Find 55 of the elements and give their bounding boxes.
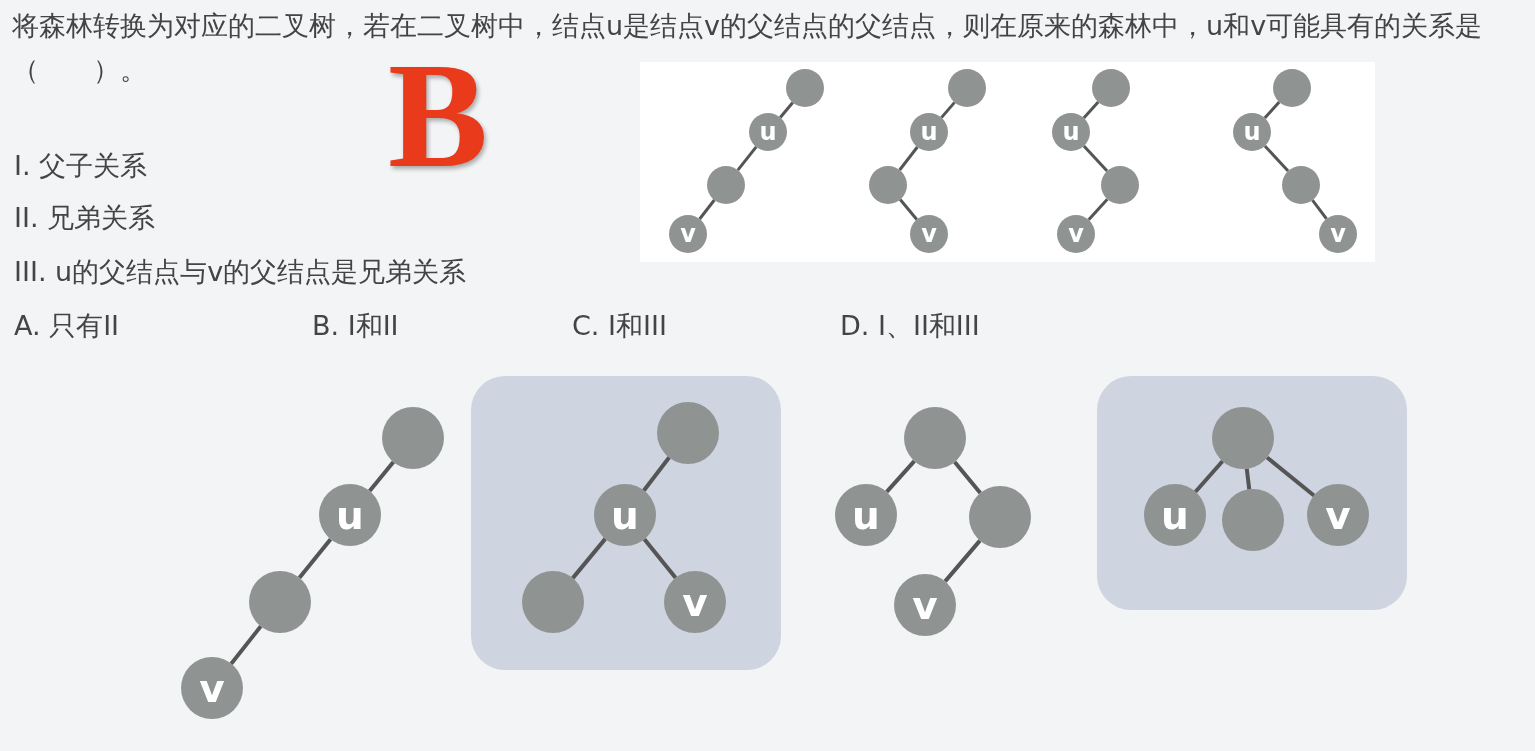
- node-label: u: [336, 495, 364, 535]
- node-label: u: [920, 120, 938, 144]
- tree-edge: [642, 456, 671, 492]
- node-label: v: [199, 668, 225, 708]
- group-panel: [1097, 376, 1407, 610]
- tree-edge: [1265, 455, 1316, 498]
- node-label: v: [1325, 495, 1351, 535]
- tree-node: [1212, 407, 1274, 469]
- node-label: v: [1330, 222, 1346, 246]
- tree-node: [904, 407, 966, 469]
- tree-edge: [940, 101, 956, 119]
- tree-edge: [1082, 101, 1100, 119]
- tree-edge: [642, 537, 678, 580]
- group-panel: [471, 376, 781, 670]
- node-label: u: [852, 495, 880, 535]
- tree-edge: [1194, 459, 1224, 494]
- tree-edge: [899, 198, 918, 221]
- node-label: u: [1062, 120, 1080, 144]
- option-text: A. 只有II: [14, 309, 120, 343]
- tree-node: [249, 571, 311, 633]
- tree-edge: [898, 146, 919, 171]
- tree-edge: [368, 460, 395, 493]
- option-text: D. I、II和III: [840, 309, 980, 343]
- node-label: v: [682, 582, 708, 622]
- tree-edge: [1087, 198, 1109, 221]
- tree-edge: [1263, 101, 1281, 119]
- node-label: u: [1243, 120, 1261, 144]
- node-label: u: [759, 120, 777, 144]
- tree-node: [319, 484, 381, 546]
- node-label: v: [912, 585, 938, 625]
- tree-edge: [1263, 144, 1290, 173]
- tree-edge: [1311, 199, 1328, 220]
- tree-edge: [736, 145, 758, 172]
- tree-edge: [885, 459, 916, 494]
- node-label: u: [1161, 495, 1189, 535]
- node-label: v: [1068, 222, 1084, 246]
- tree-edge: [1082, 144, 1109, 173]
- tree-edge: [698, 199, 716, 220]
- option-text: B. I和II: [312, 309, 399, 343]
- tree-edge: [571, 537, 607, 580]
- tree-edge: [953, 460, 982, 495]
- statement-text: I. 父子关系: [14, 149, 148, 183]
- node-label: v: [680, 222, 696, 246]
- tree-node: [969, 486, 1031, 548]
- statement-text: II. 兄弟关系: [14, 201, 156, 235]
- tree-edge: [1244, 468, 1252, 490]
- tree-edge: [779, 101, 794, 119]
- tree-node: [594, 484, 656, 546]
- node-label: u: [611, 495, 639, 535]
- node-label: v: [921, 222, 937, 246]
- tree-edge: [229, 625, 263, 665]
- tree-edge: [943, 539, 982, 583]
- statement-text: III. u的父结点与v的父结点是兄弟关系: [14, 255, 467, 289]
- option-text: C. I和III: [572, 309, 667, 343]
- tree-edge: [297, 537, 333, 580]
